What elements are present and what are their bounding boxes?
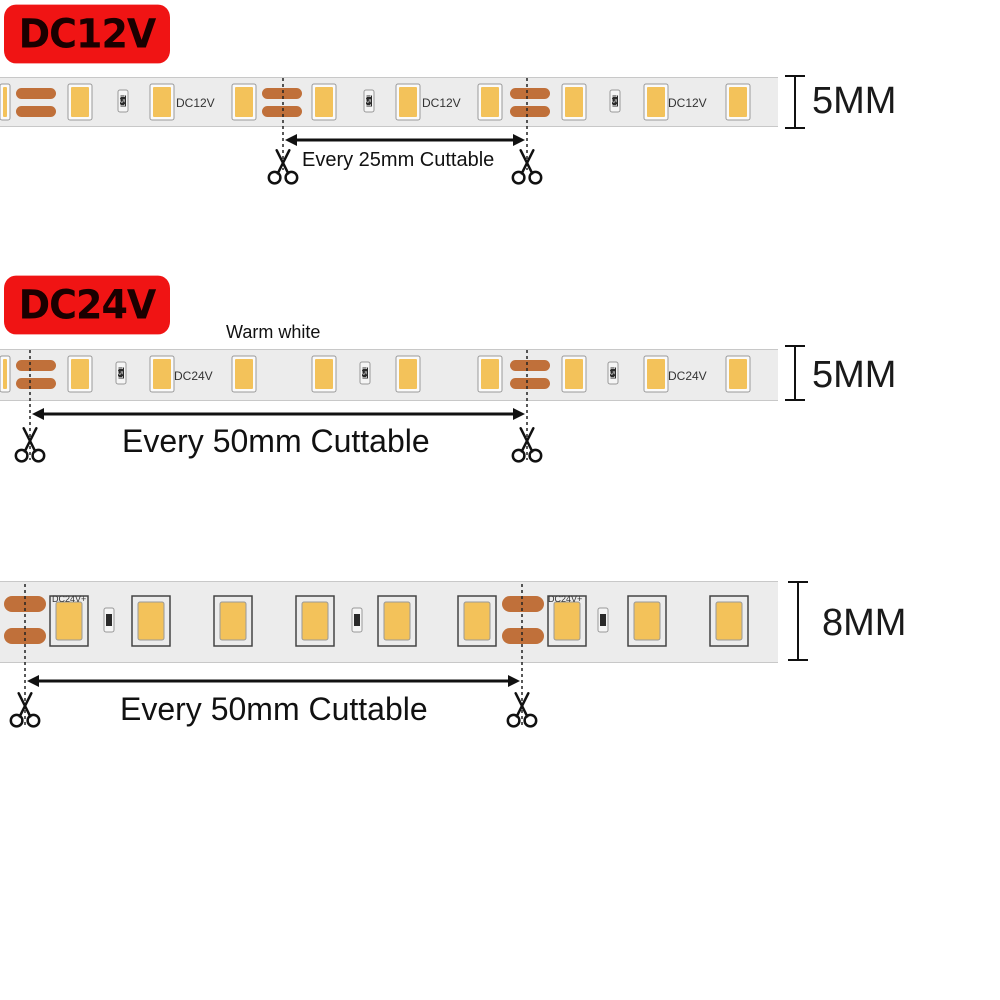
led-chip bbox=[67, 83, 93, 121]
led-chip bbox=[477, 355, 503, 393]
led-chip bbox=[311, 83, 337, 121]
width-bracket-icon bbox=[785, 345, 805, 401]
svg-text:151: 151 bbox=[360, 366, 368, 379]
width-bracket-icon bbox=[788, 581, 808, 661]
svg-text:151: 151 bbox=[118, 94, 126, 107]
led-chip bbox=[295, 595, 335, 647]
dimension-arrow-icon bbox=[27, 675, 520, 687]
resistor: 151 bbox=[363, 89, 375, 113]
svg-text:151: 151 bbox=[364, 94, 372, 107]
led-chip bbox=[395, 355, 421, 393]
width-label-24v-5mm: 5MM bbox=[812, 354, 897, 396]
solder-pads bbox=[16, 360, 56, 389]
pcb-label: DC24V+ bbox=[548, 594, 582, 604]
led-chip bbox=[643, 355, 669, 393]
led-chip bbox=[457, 595, 497, 647]
scissors-icon bbox=[9, 692, 41, 728]
scissors-icon bbox=[511, 149, 543, 185]
led-chip bbox=[377, 595, 417, 647]
resistor: 151 bbox=[115, 361, 127, 385]
pcb-label: DC12V bbox=[422, 96, 461, 110]
led-chip bbox=[709, 595, 749, 647]
resistor: 151 bbox=[609, 89, 621, 113]
resistor bbox=[351, 607, 363, 633]
solder-pads bbox=[16, 88, 56, 117]
resistor: 151 bbox=[359, 361, 371, 385]
led-chip bbox=[561, 355, 587, 393]
resistor bbox=[103, 607, 115, 633]
cut-label-12v: Every 25mm Cuttable bbox=[302, 149, 495, 171]
led-chip bbox=[395, 83, 421, 121]
led-chip bbox=[231, 355, 257, 393]
pcb-label: DC12V bbox=[176, 96, 215, 110]
solder-pads bbox=[510, 360, 550, 389]
resistor: 151 bbox=[117, 89, 129, 113]
voltage-badge-12v: DC12V bbox=[4, 4, 170, 64]
resistor: 151 bbox=[607, 361, 619, 385]
cut-label-24v-8mm: Every 50mm Cuttable bbox=[120, 691, 428, 727]
dimension-arrow-icon bbox=[32, 408, 525, 420]
pcb-label: DC12V bbox=[668, 96, 707, 110]
pcb-label: DC24V+ bbox=[52, 594, 86, 604]
led-chip bbox=[149, 83, 175, 121]
led-chip bbox=[131, 595, 171, 647]
scissors-icon bbox=[511, 427, 543, 463]
led-chip bbox=[725, 355, 751, 393]
pcb-label: DC24V bbox=[174, 369, 213, 383]
led-chip bbox=[49, 595, 89, 647]
led-chip bbox=[725, 83, 751, 121]
voltage-badge-24v: DC24V bbox=[4, 275, 170, 335]
led-chip bbox=[311, 355, 337, 393]
solder-pads bbox=[502, 596, 544, 644]
solder-pads bbox=[510, 88, 550, 117]
svg-text:151: 151 bbox=[610, 94, 618, 107]
resistor bbox=[597, 607, 609, 633]
scissors-icon bbox=[506, 692, 538, 728]
led-chip bbox=[477, 83, 503, 121]
svg-text:151: 151 bbox=[116, 366, 124, 379]
led-chip bbox=[627, 595, 667, 647]
led-chip bbox=[67, 355, 93, 393]
led-chip bbox=[213, 595, 253, 647]
width-bracket-icon bbox=[785, 75, 805, 129]
pcb-label: DC24V bbox=[668, 369, 707, 383]
scissors-icon bbox=[267, 149, 299, 185]
scissors-icon bbox=[14, 427, 46, 463]
led-chip bbox=[0, 355, 11, 393]
width-label-12v: 5MM bbox=[812, 80, 897, 122]
dimension-arrow-icon bbox=[285, 134, 525, 146]
led-chip bbox=[231, 83, 257, 121]
led-chip bbox=[561, 83, 587, 121]
color-note: Warm white bbox=[226, 322, 321, 342]
led-chip bbox=[149, 355, 175, 393]
led-chip bbox=[547, 595, 587, 647]
cut-label-24v-5mm: Every 50mm Cuttable bbox=[122, 423, 430, 459]
solder-pads bbox=[262, 88, 302, 117]
svg-text:151: 151 bbox=[608, 366, 616, 379]
led-chip bbox=[0, 83, 11, 121]
led-chip bbox=[643, 83, 669, 121]
width-label-24v-8mm: 8MM bbox=[822, 602, 907, 644]
